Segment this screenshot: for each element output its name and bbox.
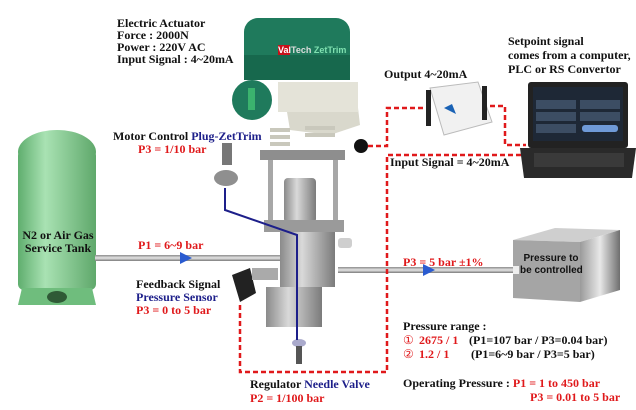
operating-p3: P3 = 0.01 to 5 bar — [530, 390, 621, 404]
brand-val: Val — [278, 45, 292, 55]
feedback-signal-label: Feedback Signal — [136, 277, 221, 291]
output-label: Output 4~20mA — [384, 67, 468, 81]
feedback-signal-line — [238, 153, 522, 374]
pressure-range-item: ① 2675 / 1 (P1=107 bar / P3=0.04 bar) — [403, 334, 607, 347]
target-box-line1: Pressure to — [523, 253, 579, 264]
actuator-signal-line — [368, 106, 432, 148]
laptop — [520, 82, 636, 178]
actuator-power: Power : 220V AC — [117, 40, 206, 54]
pressure-range-title: Pressure range : — [403, 319, 487, 333]
brand-logo: ValTech ZetTrim — [278, 44, 346, 57]
plug-zettrim — [214, 143, 238, 186]
regulator-text: Regulator — [250, 377, 302, 391]
input-signal-label: Input Signal = 4~20mA — [390, 155, 510, 169]
item-marker: ② — [403, 347, 414, 361]
outlet-pressure-label: P3 = 5 bar ±1% — [403, 255, 484, 269]
needle-valve — [292, 339, 306, 364]
regulator-pressure: P2 = 1/100 bar — [250, 391, 325, 405]
actuator-force: Force : 2000N — [117, 28, 189, 42]
setpoint-line1: Setpoint signal — [508, 34, 584, 48]
plug-zettrim-text: Plug-ZetTrim — [191, 129, 262, 143]
target-box-line2: be controlled — [520, 265, 583, 276]
sensor-pressure-label: P3 = 0 to 5 bar — [136, 303, 212, 317]
tank-label-line1: N2 or Air Gas — [22, 228, 94, 242]
inlet-pressure-label: P1 = 6~9 bar — [138, 238, 204, 252]
tank-label-line2: Service Tank — [24, 241, 92, 255]
motor-control-text: Motor Control — [113, 129, 189, 143]
operating-p1: P1 = 1 to 450 bar — [512, 376, 601, 390]
plug-connection-line — [224, 188, 298, 340]
needle-valve-text: Needle Valve — [304, 377, 370, 391]
actuator-input-signal: Input Signal : 4~20mA — [117, 52, 234, 66]
setpoint-signal-line — [482, 104, 526, 147]
pressure-range-item: ② 1.2 / 1 (P1=6~9 bar / P3=5 bar) — [403, 348, 595, 361]
actuator-title: Electric Actuator — [117, 16, 206, 30]
outlet-flow-arrow-icon — [423, 264, 435, 276]
item-detail: (P1=6~9 bar / P3=5 bar) — [471, 347, 595, 361]
pressure-target-box — [513, 228, 620, 302]
pressure-sensor-label: Pressure Sensor — [136, 290, 218, 304]
operating-label: Operating Pressure : — [403, 376, 510, 390]
item-marker: ① — [403, 333, 414, 347]
operating-pressure: Operating Pressure : P1 = 1 to 450 bar — [403, 377, 600, 390]
motor-control-label: Motor Control Plug-ZetTrim — [113, 130, 262, 143]
brand-zettrim: ZetTrim — [313, 45, 347, 55]
daq-output-device — [426, 81, 493, 136]
setpoint-line2: comes from a computer, — [508, 48, 631, 62]
item-detail: (P1=107 bar / P3=0.04 bar) — [469, 333, 608, 347]
brand-tech: Tech — [291, 45, 312, 55]
service-tank — [18, 130, 96, 305]
inlet-pipe — [95, 255, 290, 261]
brand-logo-mark — [278, 45, 290, 55]
setpoint-line3: PLC or RS Convertor — [508, 62, 621, 76]
item-ratio: 1.2 / 1 — [419, 347, 450, 361]
item-ratio: 2675 / 1 — [419, 333, 459, 347]
regulator-label: Regulator Needle Valve — [250, 378, 370, 391]
motor-control-pressure: P3 = 1/10 bar — [138, 142, 207, 156]
electric-actuator — [232, 18, 368, 327]
inlet-flow-arrow-icon — [180, 252, 192, 264]
pressure-sensor — [232, 268, 278, 302]
